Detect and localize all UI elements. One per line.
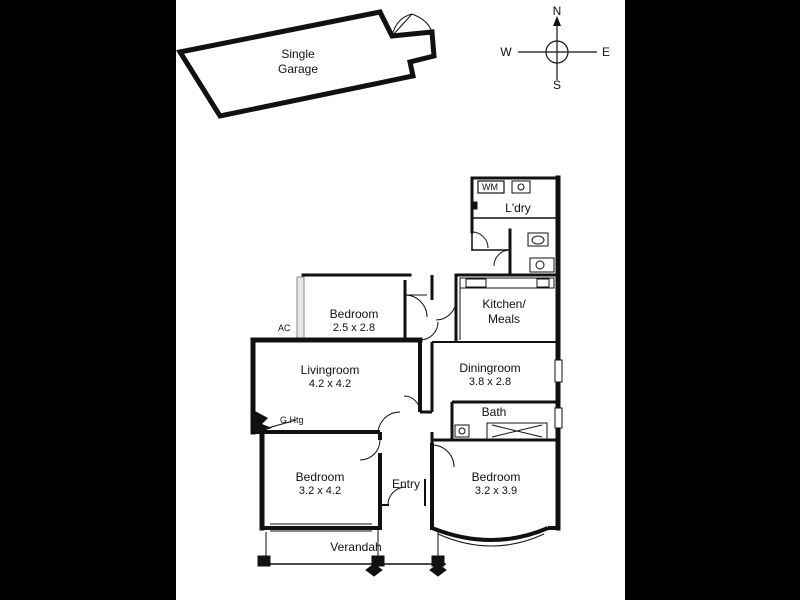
dining-label: Diningroom	[459, 361, 520, 375]
kitchen-label-line2: Meals	[488, 312, 520, 326]
ac-tag: AC	[278, 323, 291, 333]
verandah	[257, 530, 447, 577]
bedroom-small-dims: 2.5 x 2.8	[333, 322, 375, 334]
fixtures	[270, 180, 563, 532]
interior-walls	[253, 275, 558, 445]
garage: Single Garage	[175, 9, 437, 119]
garage-label-line2: Garage	[278, 62, 318, 76]
living-label: Livingroom	[301, 363, 360, 377]
kitchen-label-line1: Kitchen/	[482, 297, 526, 311]
bedroom-small-label: Bedroom	[330, 307, 379, 321]
entry-label: Entry	[392, 477, 420, 491]
floor-plan-sheet	[176, 0, 625, 600]
compass-north: N	[553, 4, 562, 18]
exterior-walls	[250, 175, 561, 531]
laundry-wm-label: WM	[482, 182, 498, 192]
bedroom-left-dims: 3.2 x 4.2	[299, 485, 341, 497]
dining-dims: 3.8 x 2.8	[469, 376, 511, 388]
verandah-label: Verandah	[330, 540, 381, 554]
compass-south: S	[553, 78, 561, 92]
compass-icon: N S E W	[500, 4, 610, 92]
bedroom-right-label: Bedroom	[472, 470, 521, 484]
bay-window	[431, 526, 558, 547]
laundry-label: L'dry	[505, 201, 531, 215]
doors	[359, 231, 511, 506]
living-dims: 4.2 x 4.2	[309, 378, 351, 390]
bath-label: Bath	[482, 405, 507, 419]
bedroom-left-label: Bedroom	[296, 470, 345, 484]
bedroom-right-dims: 3.2 x 3.9	[475, 485, 517, 497]
garage-label-line1: Single	[281, 47, 315, 61]
compass-east: E	[602, 45, 610, 59]
heater-icon	[253, 410, 272, 434]
compass-west: W	[500, 45, 512, 59]
heating-tag: G.Htg	[280, 415, 304, 425]
